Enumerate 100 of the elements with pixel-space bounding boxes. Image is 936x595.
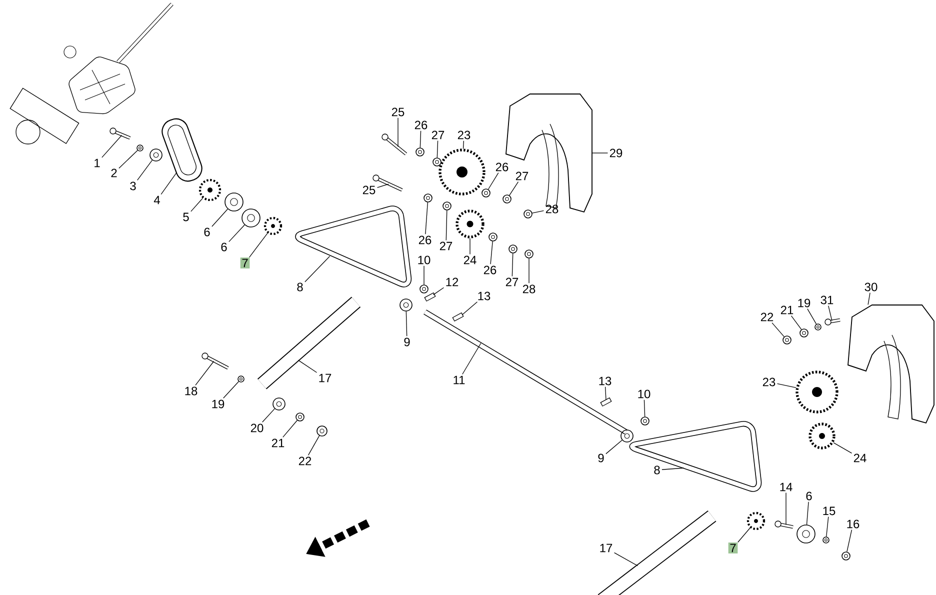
washer [238,376,244,382]
callout-number: 19 [212,400,224,408]
callout-number: 8 [654,466,660,474]
callout-number: 24 [854,454,866,462]
callout-number: 15 [823,506,836,516]
leader-line [462,302,478,316]
callout-number: 6 [221,242,227,252]
callout-number: 2 [111,168,117,178]
leader-line [662,468,684,470]
bolt [774,520,794,529]
leader-line [406,311,408,336]
sprocket [198,178,222,202]
leader-line [223,381,240,398]
callout-number: 3 [130,182,136,190]
leader-line [488,172,499,190]
callout-number: 25 [362,186,376,194]
washer [150,148,162,162]
sprocket [808,422,836,450]
washer [432,158,442,166]
washer [508,244,518,254]
leader-line [425,202,428,234]
sprocket [438,148,486,196]
leader-line [644,400,646,417]
leader-line [420,130,422,148]
sprocket [796,370,838,414]
callout-number: 8 [297,282,303,292]
leader-line [606,440,622,454]
leader-line [190,198,203,212]
washer [502,194,512,204]
frame [629,421,762,492]
callout-number: 19 [798,298,810,308]
callout-number: 18 [185,386,198,396]
leader-line [528,258,530,284]
callout-number: 1 [94,158,100,168]
leader-line [212,208,228,227]
leader-line [376,184,390,188]
washer [800,328,808,338]
callout-number: 6 [204,228,210,236]
callout-number: 25 [392,108,404,116]
leader-line [308,435,320,456]
callout-number: 26 [414,120,428,130]
leader-line [490,241,493,264]
callout-number: 12 [446,278,458,286]
leader-line [436,140,438,158]
callout-number: 9 [598,454,604,462]
leader-line [512,253,514,277]
callout-number: 27 [506,278,518,286]
callout-number: 26 [418,236,432,244]
leader-line [102,134,122,158]
leader-line [806,502,809,525]
sprocket [264,216,282,236]
callout-number: 22 [760,312,774,322]
callout-number: 4 [154,196,160,204]
leader-line [532,210,544,214]
leader-line [833,442,852,454]
callout-number: 21 [272,438,284,448]
bushing [400,298,412,312]
nut [640,416,650,426]
hub [242,208,260,228]
callout-number: 10 [638,390,650,398]
callout-number: 13 [478,292,490,300]
leader-line [776,383,796,388]
callout-number: 7 [240,258,250,268]
nut [842,552,850,560]
callout-number: 28 [522,284,536,294]
leader-line [462,342,482,375]
leader-line [118,150,138,169]
nut [524,250,534,258]
leader-line [228,224,245,242]
leader-line [509,181,519,196]
nut [416,148,424,156]
chain-loop [162,118,202,182]
leader-line [262,408,276,422]
washer [442,202,452,210]
callout-number: 29 [610,148,622,158]
leader-line [462,140,464,150]
callout-number: 27 [432,130,444,140]
leader-line [249,232,268,258]
leader-line [298,360,318,373]
hub [224,192,244,212]
leader-line [137,160,153,180]
washer [814,324,822,330]
callout-number: 22 [298,456,312,466]
leader-line [772,322,784,337]
leader-line [738,528,750,543]
bolt [110,128,131,140]
nut [420,284,428,294]
callout-number: 20 [250,424,264,432]
callout-number: 6 [806,492,812,500]
leader-line [432,287,444,296]
callout-number: 27 [516,172,528,180]
shaft [257,296,361,390]
leader-line [282,420,298,438]
nut [488,232,498,242]
leader-line [868,292,870,306]
sprocket [746,512,766,530]
bracket [848,304,934,424]
leader-line [614,552,638,566]
washer [136,144,144,152]
leader-line [826,516,829,537]
